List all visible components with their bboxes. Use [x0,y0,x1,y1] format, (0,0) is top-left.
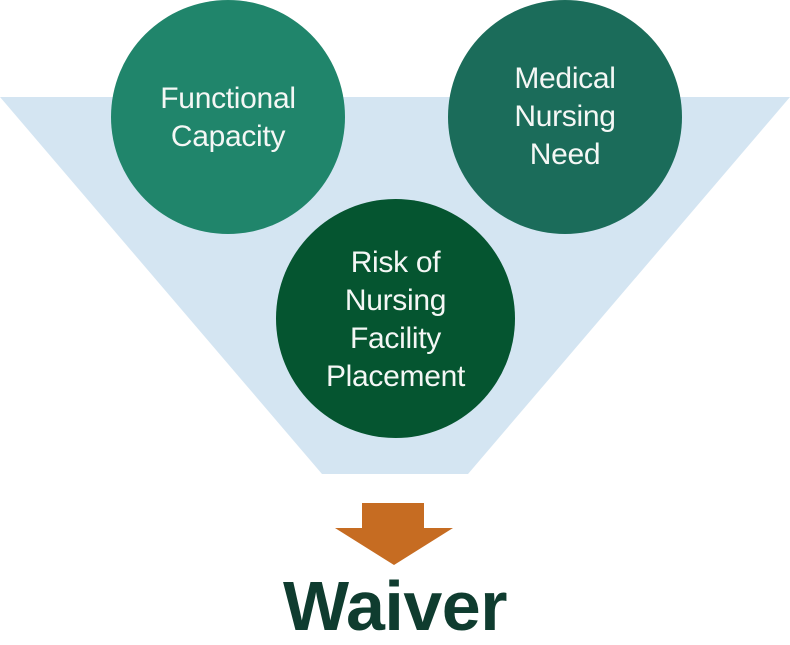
risk-of-placement-label: Risk of Nursing Facility Placement [326,242,465,396]
circle-risk-of-nursing-facility-placement: Risk of Nursing Facility Placement [276,199,515,438]
label-line: Risk of [350,245,441,279]
label-line: Nursing [514,100,616,133]
medical-nursing-need-label: Medical Nursing Need [514,60,616,174]
label-line: Medical [514,62,616,95]
label-line: Need [529,138,601,171]
circle-functional-capacity: Functional Capacity [111,0,345,234]
label-line: Placement [325,359,466,393]
label-line: Functional [160,82,296,115]
label-line: Facility [350,321,441,355]
label-line: Capacity [170,120,286,153]
circle-medical-nursing-need: Medical Nursing Need [448,0,682,234]
functional-capacity-label: Functional Capacity [160,78,296,156]
label-line: Nursing [344,283,447,317]
down-arrow-icon [335,503,453,565]
result-waiver-label: Waiver [283,567,507,645]
